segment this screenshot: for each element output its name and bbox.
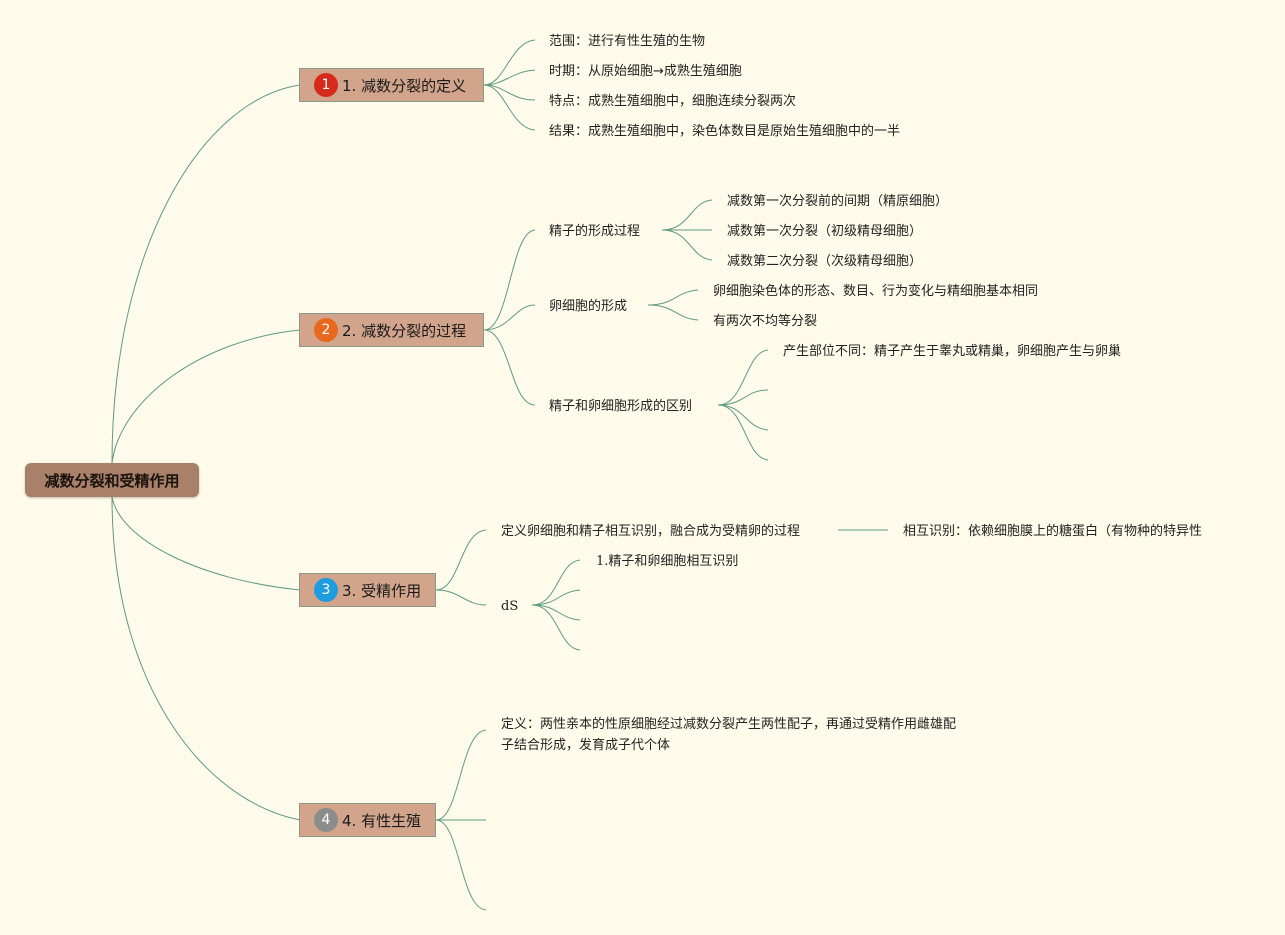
topic-sexual-reproduction[interactable]: 4 4. 有性生殖 [299,803,436,837]
leaf-recognition[interactable]: 相互识别：依赖细胞膜上的糖蛋白（有物种的特异性 [903,524,1203,539]
topic-label: 1. 减数分裂的定义 [342,76,467,95]
leaf-sperm-item[interactable]: 减数第一次分裂（初级精母细胞） [727,224,923,239]
leaf-scope[interactable]: 范围：进行有性生殖的生物 [549,34,706,49]
subtopic-ds[interactable]: dS [501,599,519,614]
leaf-egg-item[interactable]: 有两次不均等分裂 [713,314,818,329]
subtopic-sperm-formation[interactable]: 精子的形成过程 [549,224,641,239]
topic-process[interactable]: 2 2. 减数分裂的过程 [299,313,484,347]
subtopic-egg-formation[interactable]: 卵细胞的形成 [549,299,628,314]
leaf-period[interactable]: 时期：从原始细胞→成熟生殖细胞 [549,64,742,79]
topic-label: 2. 减数分裂的过程 [342,321,467,340]
topic-label: 3. 受精作用 [342,581,422,600]
priority-3-icon: 3 [314,578,338,602]
topic-definition[interactable]: 1 1. 减数分裂的定义 [299,68,484,102]
root-topic[interactable]: 减数分裂和受精作用 [25,463,199,497]
leaf-difference-item[interactable]: 产生部位不同：精子产生于睾丸或精巢，卵细胞产生与卵巢 [783,344,1122,359]
subtopic-difference[interactable]: 精子和卵细胞形成的区别 [549,399,693,414]
topic-fertilization[interactable]: 3 3. 受精作用 [299,573,436,607]
definition-line: 定义：两性亲本的性原细胞经过减数分裂产生两性配子，再通过受精作用雌雄配 [501,717,957,732]
definition-line: 子结合形成，发育成子代个体 [501,738,671,753]
priority-1-icon: 1 [314,73,338,97]
leaf-sperm-item[interactable]: 减数第二次分裂（次级精母细胞） [727,254,923,269]
leaf-reproduction-definition[interactable]: 定义：两性亲本的性原细胞经过减数分裂产生两性配子，再通过受精作用雌雄配 子结合形… [501,714,956,756]
root-title: 减数分裂和受精作用 [44,471,180,490]
leaf-ds-item[interactable]: 1.精子和卵细胞相互识别 [596,554,739,569]
leaf-fertilization-definition[interactable]: 定义卵细胞和精子相互识别，融合成为受精卵的过程 [501,524,801,539]
leaf-egg-item[interactable]: 卵细胞染色体的形态、数目、行为变化与精细胞基本相同 [713,284,1039,299]
leaf-sperm-item[interactable]: 减数第一次分裂前的间期（精原细胞） [727,194,949,209]
topic-label: 4. 有性生殖 [342,811,422,830]
leaf-result[interactable]: 结果：成熟生殖细胞中，染色体数目是原始生殖细胞中的一半 [549,124,901,139]
priority-2-icon: 2 [314,318,338,342]
priority-4-icon: 4 [314,808,338,832]
leaf-feature[interactable]: 特点：成熟生殖细胞中，细胞连续分裂两次 [549,94,797,109]
